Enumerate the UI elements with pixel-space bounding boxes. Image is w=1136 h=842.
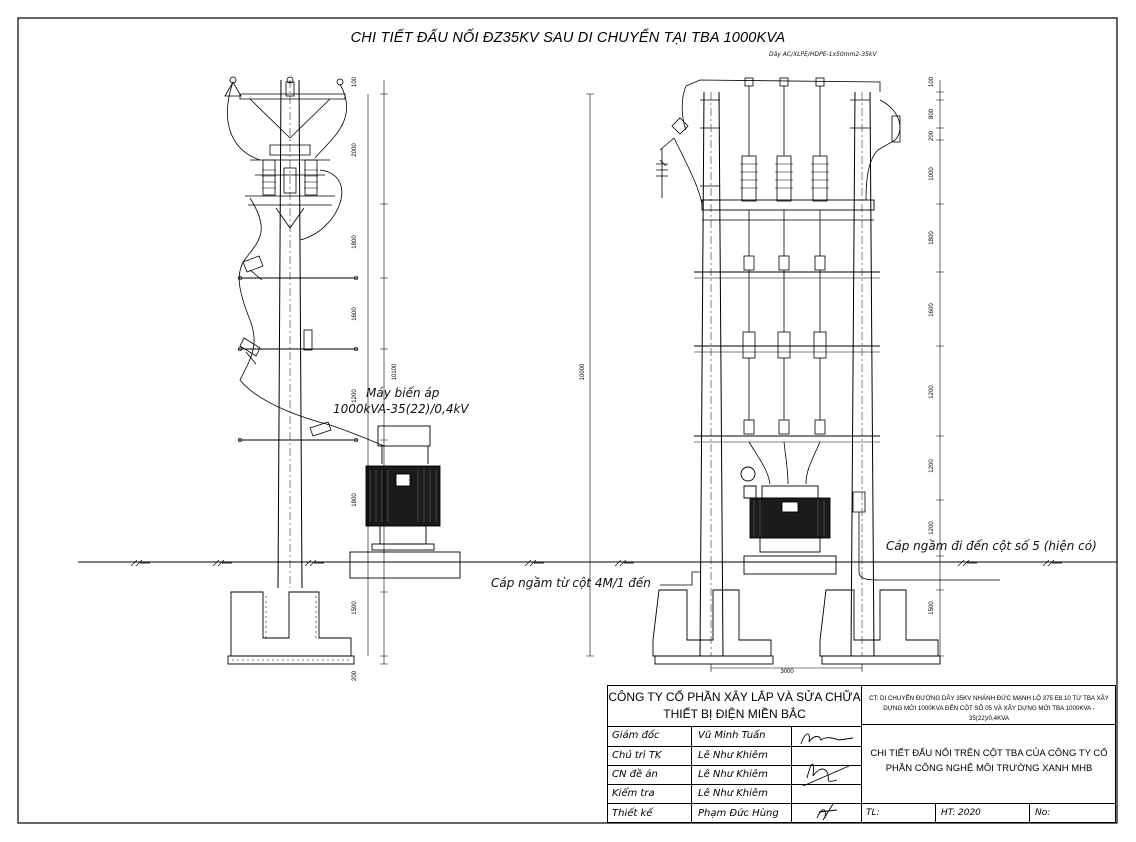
company-name: CÔNG TY CỔ PHẦN XÂY LẮP VÀ SỬA CHỮA THIẾ…: [608, 690, 861, 721]
name-checker: Lê Như Khiêm: [698, 788, 768, 799]
dim-right-2: 200: [929, 130, 935, 141]
role-designer: Thiết kế: [612, 808, 653, 819]
signature-chief: [802, 763, 850, 787]
title-block: CÔNG TY CỔ PHẦN XÂY LẮP VÀ SỬA CHỮA THIẾ…: [607, 685, 1116, 823]
transformer-label-1: Máy biến áp: [366, 386, 440, 400]
drawing-name: CHI TIẾT ĐẤU NỐI TRÊN CỘT TBA CỦA CÔNG T…: [870, 748, 1108, 774]
drawing-frame: [17, 17, 1118, 824]
dim-right-7: 1200: [929, 459, 935, 473]
signatures: [800, 733, 854, 821]
name-chief-designer: Lê Như Khiêm: [698, 750, 768, 761]
dim-left-7: 200: [352, 670, 358, 681]
dim-right-5: 1600: [929, 303, 935, 317]
ground-hatch-marks: [130, 559, 1062, 567]
dimension-labels: 100 2000 1800 1600 1200 1800 1500 200 10100 100 80…: [352, 76, 935, 681]
signature-director: [800, 733, 854, 745]
left-pole-assembly: [224, 76, 461, 665]
role-project-head: CN đề án: [612, 769, 658, 780]
role-director: Giám đốc: [612, 730, 660, 741]
dim-left-6: 1500: [352, 601, 358, 615]
dim-left-2: 1800: [352, 235, 358, 249]
dim-right-3: 1000: [929, 167, 935, 181]
dim-left-3: 1600: [352, 307, 358, 321]
drawing-number-label: No:: [1035, 808, 1051, 818]
dim-right-6: 1200: [929, 385, 935, 399]
signature-designer: [816, 803, 838, 821]
left-transformer: [349, 425, 461, 579]
dim-left-total: 10100: [392, 363, 398, 380]
right-pole-assembly: [586, 77, 1000, 672]
name-designer: Phạm Đức Hùng: [698, 808, 779, 819]
role-chief-designer: Chủ trì TK: [612, 750, 662, 761]
dim-right-1: 800: [929, 108, 935, 119]
disconnect-insulators: [740, 155, 829, 202]
dim-right-0: 100: [929, 76, 935, 87]
scale-label: TL:: [866, 808, 880, 818]
role-checker: Kiểm tra: [612, 788, 655, 799]
underground-cable-out-label: Cáp ngầm đi đến cột số 5 (hiện có): [886, 539, 1097, 553]
dim-left-0: 100: [352, 76, 358, 87]
project-description: CT: DI CHUYỂN ĐƯỜNG DÂY 35KV NHÁNH ĐỨC M…: [869, 695, 1109, 722]
drawing-title: CHI TIẾT ĐẤU NỐI ĐZ35KV SAU DI CHUYỂN TẠ…: [350, 30, 786, 46]
dim-right-9: 1500: [929, 601, 935, 615]
pin-insulators: [742, 255, 827, 435]
transformer-label-2: 1000kVA-35(22)/0,4kV: [333, 402, 469, 416]
dim-left-1: 2000: [352, 143, 358, 157]
dim-bottom: 3000: [780, 669, 794, 675]
year-label: HT:: [941, 808, 956, 818]
name-project-head: Lê Như Khiêm: [698, 769, 768, 780]
dim-right-total: 10000: [580, 363, 586, 380]
right-transformer: [740, 466, 837, 575]
year-value: 2020: [958, 808, 981, 818]
name-director: Vũ Minh Tuấn: [698, 730, 766, 741]
cable-spec-label: Dây AC/XLPE/HDPE-1x50mm2-35kV: [769, 51, 877, 58]
dim-left-4: 1200: [352, 389, 358, 403]
underground-cable-in-label: Cáp ngầm từ cột 4M/1 đến: [491, 576, 651, 590]
dim-right-8: 1200: [929, 521, 935, 535]
dim-right-4: 1800: [929, 231, 935, 245]
dim-left-5: 1800: [352, 493, 358, 507]
